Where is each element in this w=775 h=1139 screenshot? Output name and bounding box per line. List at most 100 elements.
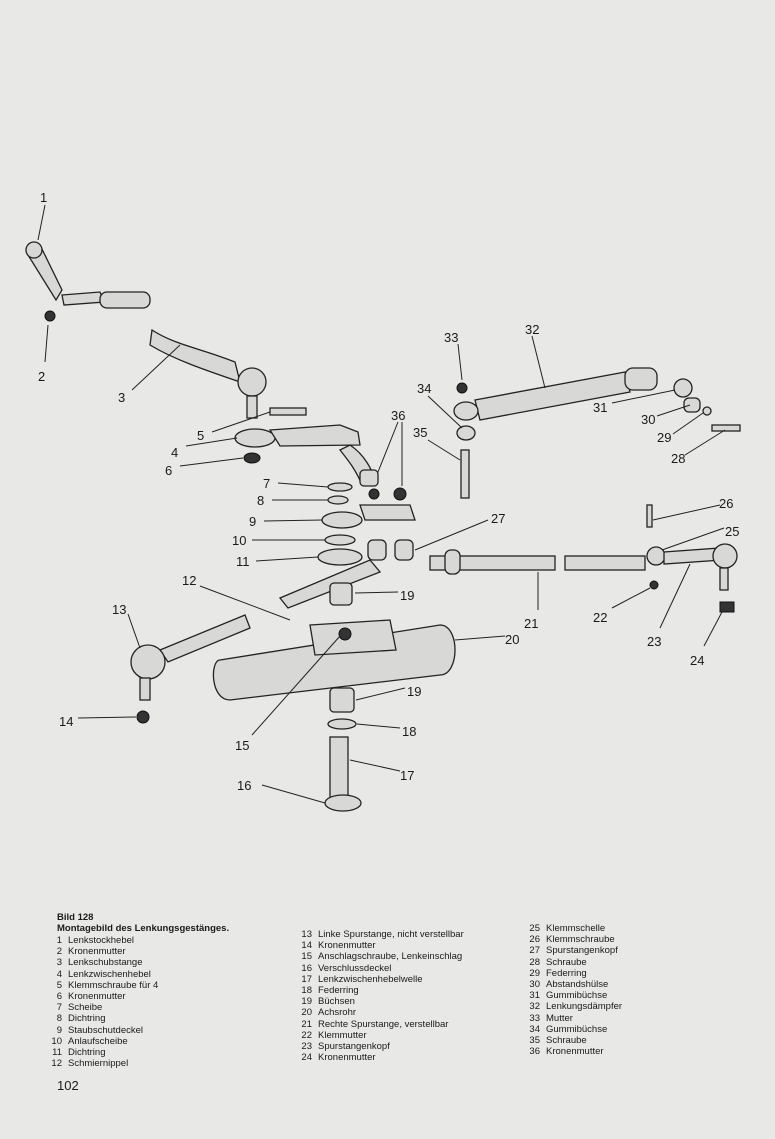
legend-number: 4: [56, 968, 62, 980]
callout-32: 32: [525, 322, 539, 337]
legend-number: 17: [301, 973, 312, 985]
washers: [317, 482, 363, 566]
legend-number: 10: [51, 1035, 62, 1047]
legend-text: Klemmutter: [318, 1029, 367, 1041]
legend-text: Klemmschraube für 4: [68, 979, 159, 991]
legend-text: Spurstangenkopf: [546, 945, 618, 957]
legend-number: 36: [529, 1046, 540, 1058]
callout-3: 3: [118, 390, 125, 405]
legend-text: Schraube: [546, 956, 587, 968]
legend-number: 13: [301, 929, 312, 940]
figure-caption: Bild 128 Montagebild des Lenkungsgestäng…: [57, 912, 229, 934]
idler-arm: [234, 424, 376, 486]
legend-number: 5: [56, 979, 62, 991]
legend-text: Lenkzwischenhebelwelle: [318, 973, 423, 985]
legend-text: Gummibüchse: [546, 990, 608, 1002]
callout-13: 13: [112, 602, 126, 617]
legend-text: Achsrohr: [318, 1007, 357, 1019]
callout-23: 23: [647, 634, 661, 649]
legend-text: Scheibe: [68, 1002, 103, 1014]
callout-20: 20: [505, 632, 519, 647]
legend-item: 21 Rechte Spurstange, verstellbar: [290, 1019, 464, 1030]
legend-item: 17 Lenkzwischenhebelwelle: [290, 974, 464, 985]
legend-number: 16: [301, 962, 312, 974]
callout-12: 12: [182, 573, 196, 588]
exploded-diagram: 1 2 3 4 5 6 7 8 9 10 11 12 13 14 15 16 1…: [25, 190, 741, 812]
legend-text: Lenkstockhebel: [68, 935, 135, 946]
legend-text: Linke Spurstange, nicht verstellbar: [318, 929, 464, 940]
callout-labels: 1 2 3 4 5 6 7 8 9 10 11 12 13 14 15 16 1…: [38, 190, 739, 793]
callout-21: 21: [524, 616, 538, 631]
callout-30: 30: [641, 412, 655, 427]
legend-item: 16 Verschlussdeckel: [290, 963, 464, 974]
drag-link: [149, 328, 307, 419]
legend-item: 33 Mutter: [518, 1013, 622, 1024]
legend-text: Rechte Spurstange, verstellbar: [318, 1018, 449, 1030]
legend-text: Verschlussdeckel: [318, 962, 392, 974]
callout-31: 31: [593, 400, 607, 415]
legend-text: Klemmschraube: [546, 934, 615, 946]
legend-number: 22: [301, 1029, 312, 1041]
callout-7: 7: [263, 476, 270, 491]
callout-6: 6: [165, 463, 172, 478]
callout-14: 14: [59, 714, 73, 729]
legend-text: Lenkschubstange: [68, 957, 143, 969]
legend-item: 7 Scheibe: [40, 1002, 158, 1013]
legend-item: 5 Klemmschraube für 4: [40, 979, 159, 991]
legend-number: 34: [529, 1023, 540, 1035]
callout-28: 28: [671, 451, 685, 466]
legend-number: 2: [56, 946, 62, 958]
callout-11: 11: [236, 554, 250, 569]
legend-number: 20: [301, 1007, 312, 1019]
legend-text: Anlaufscheibe: [68, 1035, 128, 1047]
right-tie-rod: [429, 504, 738, 613]
callout-35: 35: [413, 425, 427, 440]
callout-36: 36: [391, 408, 405, 423]
legend-number: 35: [529, 1035, 540, 1047]
callout-17: 17: [400, 768, 414, 783]
legend-number: 30: [529, 979, 540, 991]
legend-text: Abstandshülse: [546, 979, 609, 991]
callout-16: 16: [237, 778, 251, 793]
legend-item: 25 Klemmschelle: [518, 923, 622, 934]
steering-damper: [453, 367, 741, 499]
figure-label: Bild 128: [57, 912, 94, 923]
callout-8: 8: [257, 493, 264, 508]
legend-item: 13 Linke Spurstange, nicht verstellbar: [290, 929, 464, 940]
legend-text: Klemmschelle: [546, 923, 606, 934]
legend-number: 8: [56, 1013, 62, 1025]
steering-arm: [25, 241, 151, 322]
legend-text: Staubschutdeckel: [68, 1024, 143, 1036]
legend-number: 33: [529, 1012, 540, 1024]
legend-item: 22 Klemmutter: [290, 1030, 464, 1041]
legend-text: Lenkungsdämpfer: [546, 1001, 623, 1013]
legend-number: 21: [301, 1018, 312, 1030]
callout-19a: 19: [400, 588, 414, 603]
legend-text: Kronenmutter: [318, 1052, 376, 1064]
legend-number: 27: [529, 945, 540, 957]
callout-24: 24: [690, 653, 704, 668]
legend-text: Kronenmutter: [68, 991, 126, 1003]
legend-number: 25: [529, 923, 540, 934]
callout-9: 9: [249, 514, 256, 529]
legend-text: Kronenmutter: [318, 940, 376, 952]
legend-text: Mutter: [546, 1012, 573, 1024]
legend-text: Schmiernippel: [68, 1058, 129, 1070]
legend-number: 7: [56, 1002, 62, 1014]
